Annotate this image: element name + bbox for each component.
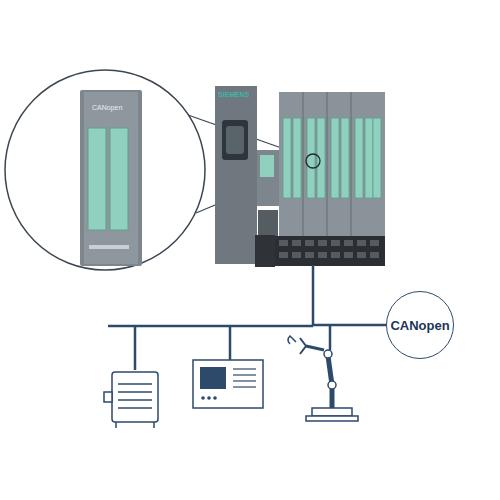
motor-icon (104, 372, 158, 428)
canopen-logo: CANopen (386, 291, 454, 359)
node-text: SIEMENS (218, 91, 385, 98)
io-station (215, 86, 385, 267)
zoom-circle (5, 70, 205, 270)
robot-arm-icon (288, 336, 358, 421)
zoomed-module (80, 90, 142, 266)
bus-connector (313, 265, 386, 325)
hmi-panel-icon (193, 360, 263, 408)
node-text: CANopen (390, 318, 449, 333)
io-station: SIEMENS (215, 85, 385, 265)
module-label: CANopen (92, 104, 122, 111)
